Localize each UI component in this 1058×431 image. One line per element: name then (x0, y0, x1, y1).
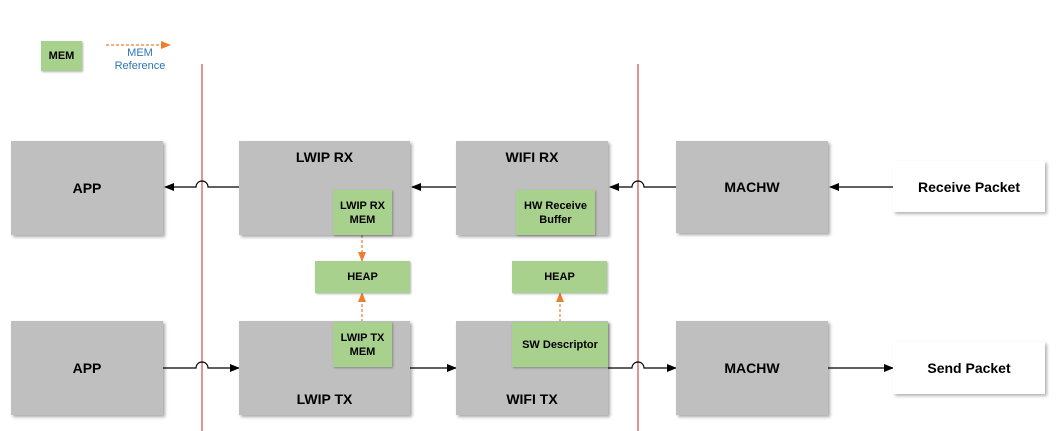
lwip-tx-label: LWIP TX (296, 391, 353, 407)
receive-packet-label: Receive Packet (918, 178, 1020, 195)
rx-machw-block: MACHW (676, 141, 828, 233)
arrow-machw-to-wifi-rx (609, 180, 676, 191)
tx-machw-label: MACHW (724, 360, 780, 376)
legend-mem-label: MEM (48, 50, 75, 62)
lwip-tx-mem-line2: MEM (349, 345, 376, 358)
receive-packet-block: Receive Packet (893, 161, 1045, 212)
legend-reference-line2: Reference (114, 60, 166, 72)
arrow-wifi-tx-to-machw (608, 361, 677, 372)
send-packet-label: Send Packet (927, 360, 1011, 376)
lwip-tx-mem: LWIP TX MEM (333, 322, 392, 367)
wifi-tx-label: WIFI TX (506, 391, 558, 407)
tx-app-block: APP (11, 321, 163, 415)
wifi-rx-label: WIFI RX (505, 149, 559, 165)
legend-reference-line1: MEM (127, 47, 153, 59)
sw-descriptor-label: SW Descriptor (522, 338, 598, 351)
sw-descriptor: SW Descriptor (512, 322, 608, 367)
heap-left-label: HEAP (347, 271, 378, 283)
tx-machw-block: MACHW (676, 321, 828, 415)
arrow-app-to-lwip-tx (163, 361, 240, 372)
tx-app-label: APP (72, 360, 102, 376)
send-packet-block: Send Packet (893, 342, 1045, 394)
hw-receive-buffer: HW Receive Buffer (516, 190, 595, 235)
legend-mem-swatch: MEM (41, 41, 82, 71)
lwip-rx-mem-line1: LWIP RX (339, 199, 386, 212)
lwip-rx-mem: LWIP RX MEM (333, 190, 392, 235)
legend-reference-label: MEM Reference (110, 47, 170, 73)
hw-receive-buffer-line2: Buffer (539, 213, 572, 226)
heap-right: HEAP (512, 261, 607, 293)
rx-app-label: APP (72, 180, 102, 196)
lwip-rx-label: LWIP RX (295, 149, 354, 165)
rx-machw-label: MACHW (724, 179, 780, 195)
arrow-lwip-rx-to-app (164, 180, 239, 191)
rx-app-block: APP (11, 141, 163, 235)
heap-right-label: HEAP (544, 271, 575, 283)
hw-receive-buffer-line1: HW Receive (524, 199, 587, 212)
lwip-tx-mem-line1: LWIP TX (340, 331, 385, 344)
heap-left: HEAP (315, 261, 410, 293)
lwip-rx-mem-line2: MEM (349, 213, 376, 226)
